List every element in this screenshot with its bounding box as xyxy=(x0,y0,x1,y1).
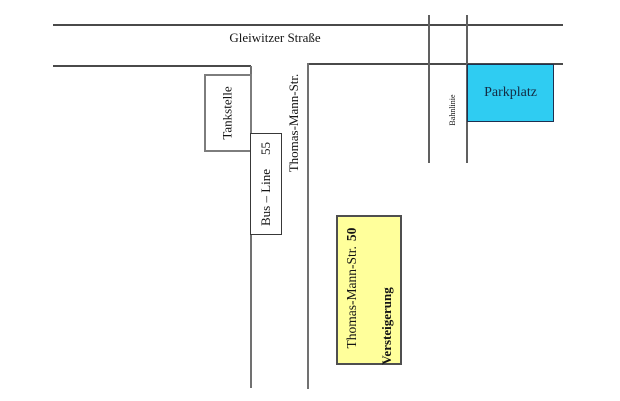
parking-lot-label: Parkplatz xyxy=(484,85,537,100)
auction-building-box xyxy=(336,215,402,365)
main-street-label: Gleiwitzer Straße xyxy=(229,30,321,45)
railway-left-rail-line xyxy=(428,15,430,163)
bus-line-label: Bus – Line xyxy=(258,168,273,227)
side-street-right-line xyxy=(307,63,309,389)
main-street-lower-line-left xyxy=(53,65,251,67)
main-street-upper-line xyxy=(53,24,563,26)
main-street-lower-line-right xyxy=(308,63,563,65)
parking-lot-box: Parkplatz xyxy=(467,64,554,122)
auction-event-label: Versteigerung xyxy=(379,287,394,365)
auction-address-label: Thomas-Mann-Str. 50 xyxy=(343,223,361,353)
bus-line-number: 55 xyxy=(258,141,273,155)
gas-station-label: Tankstelle xyxy=(220,86,235,140)
bus-line-box: Bus – Line 55 xyxy=(250,133,282,235)
side-street-label: Thomas-Mann-Str. xyxy=(286,73,301,173)
auction-street-name: Thomas-Mann-Str. xyxy=(344,246,359,349)
auction-house-number: 50 xyxy=(344,227,359,242)
railway-label: Bahnlinie xyxy=(447,94,457,126)
gas-station-box: Tankstelle xyxy=(204,74,252,152)
